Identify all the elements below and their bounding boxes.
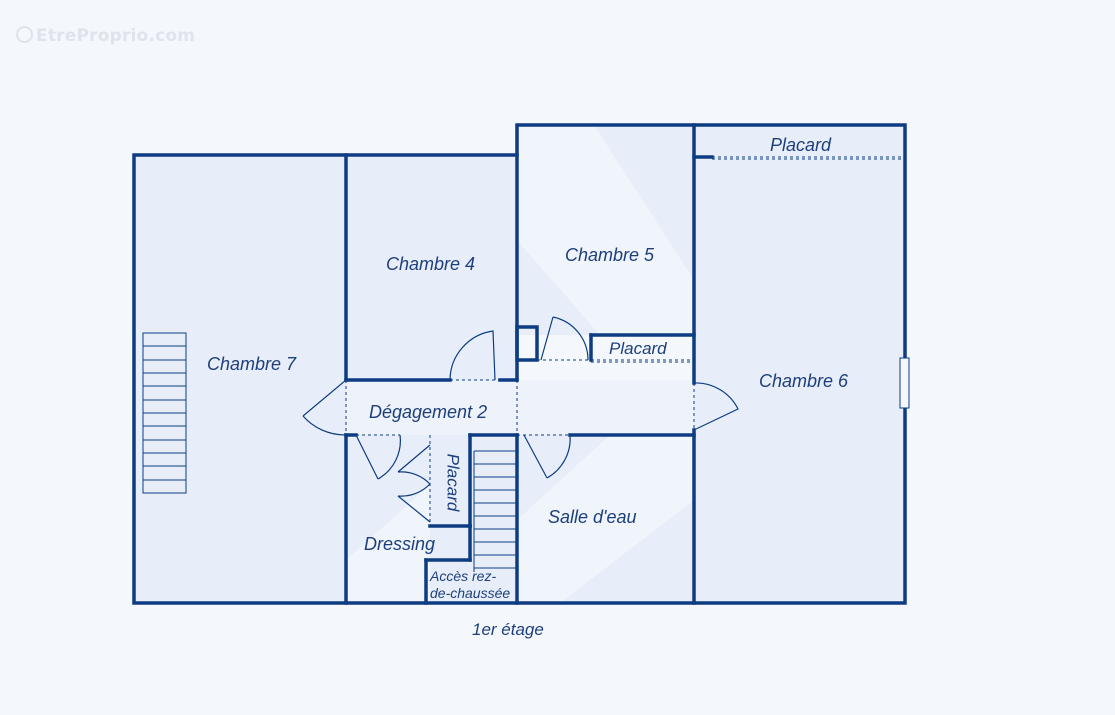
dressing-highlight — [346, 485, 430, 603]
label-placard-mid: Placard — [609, 339, 667, 358]
door-chambre-6 — [693, 382, 739, 431]
chambre-6-area — [694, 125, 905, 603]
label-placard-top: Placard — [770, 135, 832, 155]
staircase-center — [473, 450, 517, 572]
doors — [302, 316, 739, 523]
openings — [345, 156, 905, 526]
salle-deau-highlight — [517, 435, 694, 603]
door-dressing — [355, 434, 401, 480]
label-acces-line1: Accès rez- — [430, 568, 497, 584]
floor-label: 1er étage — [472, 620, 544, 639]
door-chambre-7 — [302, 379, 347, 436]
door-chambre-4 — [449, 330, 496, 381]
label-acces-line2: de-chaussée — [430, 585, 511, 601]
room-fills — [134, 125, 905, 603]
label-chambre-5: Chambre 5 — [565, 245, 655, 265]
copyright-icon — [16, 26, 33, 43]
chambre-7-area — [134, 155, 346, 603]
door-salle-deau — [523, 434, 571, 479]
door-placard-lower — [397, 483, 431, 523]
label-placard-vertical: Placard — [443, 453, 463, 512]
label-degagement-2: Dégagement 2 — [369, 402, 488, 422]
door-chambre-5 — [540, 316, 589, 361]
watermark: EtreProprio.com — [16, 26, 195, 46]
chambre-4-area — [346, 155, 517, 380]
staircase-left — [142, 332, 187, 494]
walls — [132, 123, 907, 605]
wall-pillar — [515, 325, 539, 362]
label-chambre-6: Chambre 6 — [759, 371, 849, 391]
label-chambre-4: Chambre 4 — [386, 254, 476, 274]
window — [899, 357, 910, 409]
label-dressing: Dressing — [364, 534, 436, 554]
chambre-5-highlight — [517, 125, 694, 335]
degagement-2-area — [346, 380, 694, 435]
door-placard-upper — [397, 444, 431, 485]
label-salle-deau: Salle d'eau — [548, 507, 637, 527]
label-chambre-7: Chambre 7 — [207, 354, 297, 374]
